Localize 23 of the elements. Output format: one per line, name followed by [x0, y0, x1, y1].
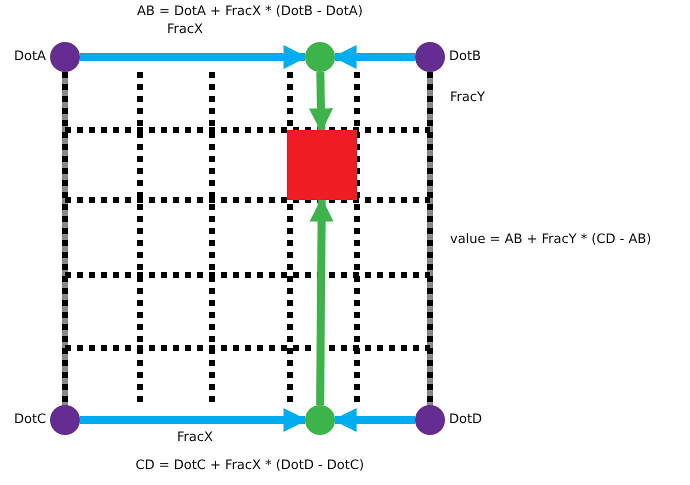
- edge-label: FracX: [167, 22, 203, 38]
- dot-node: [305, 405, 335, 435]
- dot-node: [50, 42, 80, 72]
- arrow: [308, 72, 333, 132]
- edge-label: FracX: [177, 430, 213, 446]
- arrow: [80, 408, 308, 432]
- dot-node: [305, 42, 335, 72]
- point-label: DotC: [14, 412, 46, 428]
- point-label: DotA: [14, 49, 46, 65]
- arrow: [332, 45, 415, 69]
- dot-node: [415, 42, 445, 72]
- arrow: [80, 45, 308, 69]
- square-node: [287, 130, 357, 200]
- arrow: [332, 408, 415, 432]
- point-label: DotB: [449, 49, 481, 65]
- formula-text: CD = DotC + FracX * (DotD - DotC): [136, 458, 364, 474]
- formula-text: value = AB + FracY * (CD - AB): [450, 232, 652, 248]
- axis-label: FracY: [450, 90, 485, 106]
- point-label: DotD: [449, 412, 482, 428]
- formula-text: AB = DotA + FracX * (DotB - DotA): [137, 4, 363, 20]
- arrow: [310, 198, 334, 406]
- dot-node: [50, 405, 80, 435]
- dot-node: [415, 405, 445, 435]
